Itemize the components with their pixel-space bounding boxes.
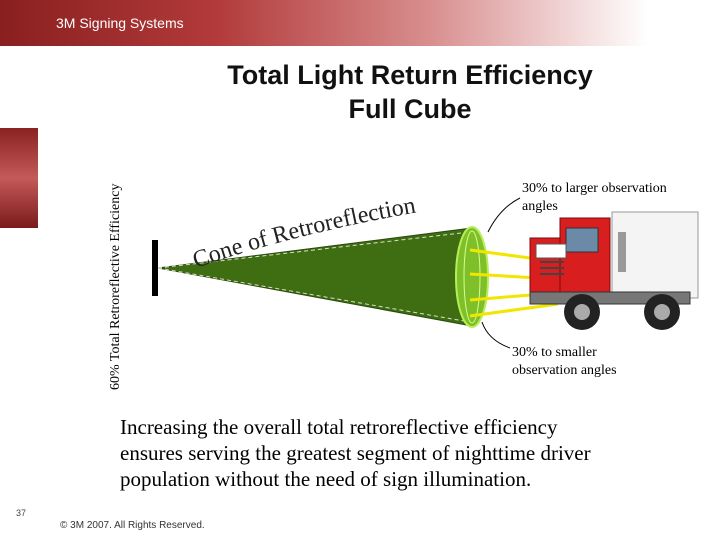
callout-bottom-line-2: observation angles	[512, 363, 617, 378]
sign-post	[152, 240, 158, 296]
callout-leader-top	[487, 197, 521, 233]
callout-top-line-1: 30% to larger observation	[522, 181, 667, 196]
body-line-2: ensures serving the greatest segment of …	[120, 441, 591, 465]
title-line-2: Full Cube	[348, 94, 472, 124]
cone-base-inner	[463, 230, 481, 324]
beam-line	[157, 231, 471, 269]
callout-bottom-line-1: 30% to smaller	[512, 345, 597, 360]
retroreflection-cone	[157, 227, 473, 327]
header-bar	[0, 0, 720, 46]
callout-leader-bottom	[481, 321, 511, 349]
beam-line	[157, 267, 471, 323]
copyright-notice: © 3M 2007. All Rights Reserved.	[60, 520, 205, 531]
callout-smaller-angles: 30% to smaller observation angles	[512, 344, 692, 380]
cone-base-ellipse	[455, 226, 489, 328]
body-paragraph: Increasing the overall total retroreflec…	[120, 414, 680, 492]
page-number: 37	[16, 508, 27, 518]
body-line-1: Increasing the overall total retroreflec…	[120, 415, 558, 439]
callout-larger-angles: 30% to larger observation angles	[522, 180, 702, 216]
callout-top-line-2: angles	[522, 199, 558, 214]
brand-label: 3M Signing Systems	[56, 15, 184, 31]
title-line-1: Total Light Return Efficiency	[227, 60, 593, 90]
slide-title: Total Light Return Efficiency Full Cube	[160, 58, 660, 126]
light-beam	[469, 302, 559, 318]
truck-illustration	[529, 211, 699, 330]
body-line-3: population without the need of sign illu…	[120, 467, 532, 491]
decorative-strip	[0, 128, 38, 228]
